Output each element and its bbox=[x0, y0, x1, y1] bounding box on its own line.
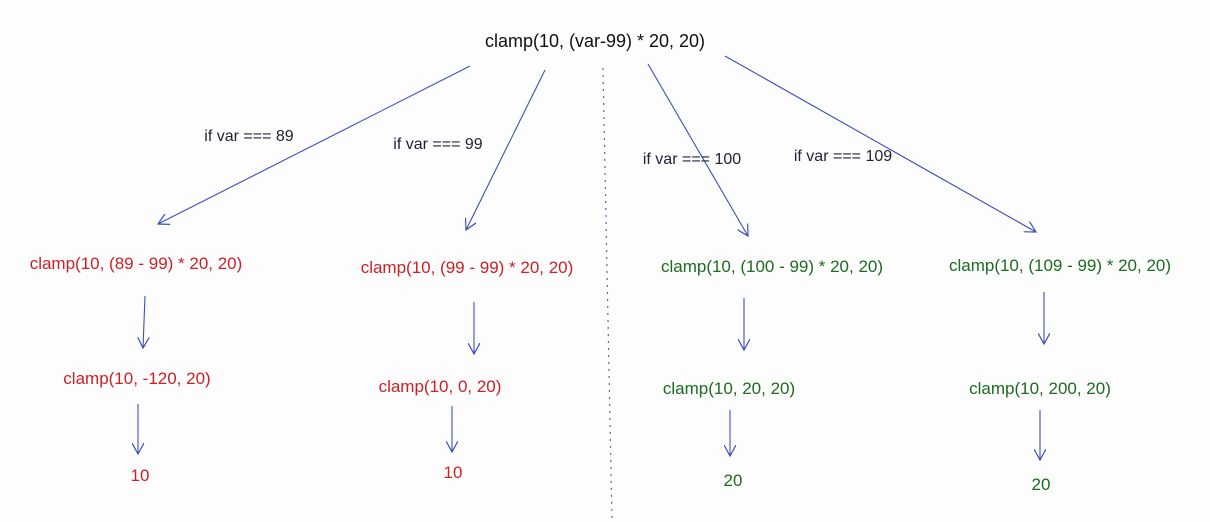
root-expression: clamp(10, (var-99) * 20, 20) bbox=[484, 31, 706, 51]
result-value-109: 20 bbox=[1031, 475, 1051, 494]
step2-expression-89: clamp(10, -120, 20) bbox=[63, 369, 211, 388]
branch-arrow-89 bbox=[158, 65, 471, 224]
step1-expression-109: clamp(10, (109 - 99) * 20, 20) bbox=[948, 256, 1172, 275]
step1-expression-99: clamp(10, (99 - 99) * 20, 20) bbox=[360, 258, 574, 277]
step1-expression-89: clamp(10, (89 - 99) * 20, 20) bbox=[29, 254, 243, 273]
condition-label-100: if var === 100 bbox=[642, 151, 742, 168]
step2-expression-109: clamp(10, 200, 20) bbox=[969, 379, 1111, 398]
condition-label-109: if var === 109 bbox=[793, 148, 893, 165]
branch-arrow-100 bbox=[647, 63, 748, 236]
step-arrow-89-a bbox=[143, 295, 145, 348]
condition-label-89: if var === 89 bbox=[204, 128, 294, 145]
center-divider bbox=[602, 67, 613, 522]
branch-arrow-99 bbox=[466, 69, 546, 230]
result-value-99: 10 bbox=[443, 463, 463, 482]
condition-label-99: if var === 99 bbox=[393, 136, 483, 153]
step2-expression-99: clamp(10, 0, 20) bbox=[378, 377, 502, 396]
result-value-100: 20 bbox=[723, 471, 743, 490]
step1-expression-100: clamp(10, (100 - 99) * 20, 20) bbox=[660, 257, 884, 276]
result-value-89: 10 bbox=[130, 466, 150, 485]
branch-arrow-109 bbox=[724, 55, 1036, 232]
step2-expression-100: clamp(10, 20, 20) bbox=[662, 379, 796, 398]
